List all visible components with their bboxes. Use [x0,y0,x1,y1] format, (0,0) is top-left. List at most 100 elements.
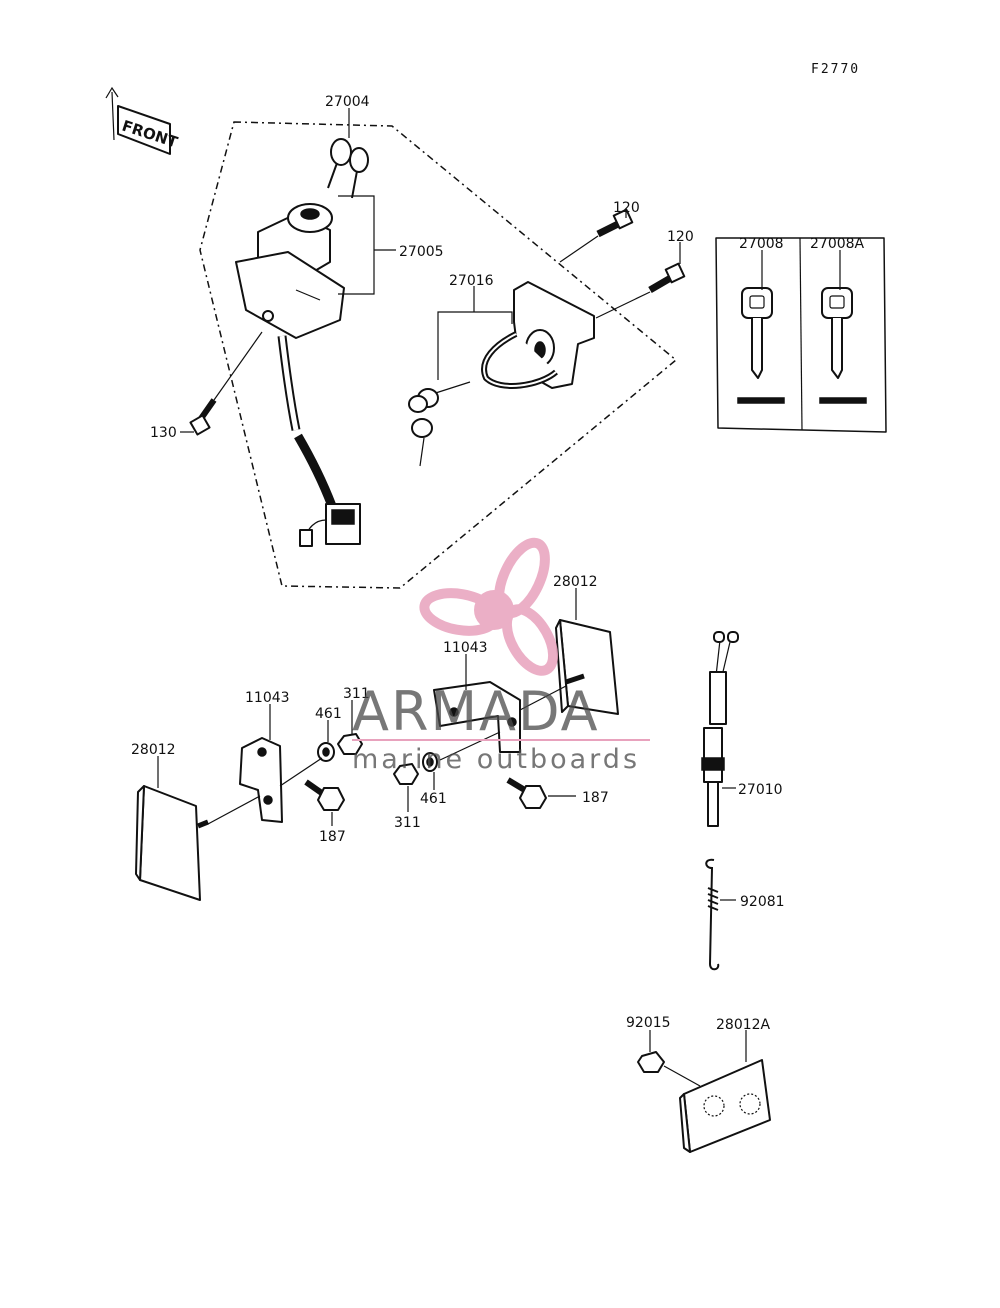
reflector-right-edge [555,619,569,713]
reflector-28012A-lens-1 [703,1095,725,1117]
reflector-right-stud [565,673,585,685]
label-27008A: 27008A [810,236,865,252]
key-27008-blade [751,318,763,379]
bolt-187-right-head [519,785,547,809]
reflector-28012A-edge [679,1093,691,1153]
bolt-130-head [189,414,211,436]
key-blank-27008A [819,287,867,404]
reflector-right [555,619,619,715]
reflector-28012A [679,1059,771,1153]
key-head-1 [330,138,352,166]
key-blank-box [715,237,887,433]
switch-27010-terminal-2 [727,631,739,643]
label-28012-left: 28012 [131,742,176,758]
lock-shackle-inner [483,333,557,387]
propeller-logo [419,537,559,676]
label-27016: 27016 [449,273,494,289]
watermark-subtitle: marine outboards [352,744,640,775]
washer-461-top-hole [322,747,330,757]
diagram-code: F2770 [811,62,860,77]
bracket-left-hole-1 [263,795,273,805]
bolt-120-b [648,262,686,294]
label-92015: 92015 [626,1015,671,1031]
leader-bracket-right-line [519,685,567,711]
armada-watermark: ARMADA marine outboards [352,537,650,775]
leader-reflector-left-line [207,795,261,825]
nut-92015 [637,1051,665,1073]
switch-bracket [235,251,345,339]
bolt-120-a [596,208,634,238]
nut-311-bottom [393,763,419,785]
switch-27010-body [703,727,723,783]
key-27008-tag [737,397,785,404]
leader-bracket-left-line [279,757,323,787]
front-indicator: FRONT [105,86,181,155]
key-blank-divider [799,237,803,431]
leader-120-b-line [595,291,651,319]
spring-92081 [705,858,720,971]
spring-92081-wire [705,858,720,971]
switch-27010 [701,631,739,827]
reflector-left-face [139,785,201,901]
switch-27010-wire-1 [715,639,721,677]
key-head-2 [349,147,369,173]
bolt-187-left [304,779,345,811]
bracket-left-hole-2 [257,747,267,757]
ignition-set-boundary [199,121,678,589]
key-27008A-tag [819,397,867,404]
bracket-27016 [437,311,513,346]
lock-key-3-head [408,395,428,413]
bolt-120-a-head [612,208,634,230]
switch-27010-wire-2 [721,641,731,677]
switch-27010-terminal-1 [713,631,725,643]
key-27008A-bow [821,287,853,319]
key-blade-1 [327,162,338,189]
washer-461-bottom [422,752,438,772]
label-187-left: 187 [319,829,346,845]
label-311-bottom: 311 [394,815,421,831]
key-27008-bow [741,287,773,319]
key-27008A-bow-inner [829,295,845,309]
front-arrow-shaft [111,91,115,141]
nut-92015-shape [637,1051,665,1073]
switch-27010-nut [701,757,725,771]
bolt-120-b-head [664,262,686,284]
lock-key-2-blade [419,437,425,467]
label-11043-right: 11043 [443,640,488,656]
propeller-hub [474,590,514,630]
label-27005: 27005 [399,244,444,260]
leader-120-a-line [559,235,599,263]
bracket-right-hole-2 [449,707,459,717]
label-27008: 27008 [739,236,784,252]
switch-bracket-edge [295,289,321,301]
front-plate [117,105,171,155]
bracket-right [433,681,521,753]
switch-wire-lower [294,433,337,508]
bolt-187-right [506,777,547,809]
key-blade-2 [351,170,358,199]
switch-27010-sleeve [709,671,727,725]
switch-mount-hole [262,310,274,322]
reflector-left-stud [197,819,209,829]
nut-311-bottom-shape [393,763,419,785]
label-120-b: 120 [667,229,694,245]
label-311-top: 311 [343,686,370,702]
lock-key-2-head [411,418,433,438]
helmet-lock [408,281,595,467]
key-blank-27008 [737,287,785,404]
label-461-top: 461 [315,706,342,722]
key-27008-bow-inner [749,295,765,309]
washer-461-bottom-hole [426,757,434,767]
label-120-a: 120 [613,200,640,216]
label-11043-left: 11043 [245,690,290,706]
bracket-left [239,737,283,823]
bolt-130 [189,398,217,436]
ignition-switch [235,203,361,547]
key-27008A-blade [831,318,843,379]
switch-connector-pins [331,509,355,525]
label-92081: 92081 [740,894,785,910]
switch-keyhole [300,208,320,220]
bracket-right-hole-1 [507,717,517,727]
spring-92081-coils [707,887,719,911]
leader-92015-line [663,1065,701,1087]
